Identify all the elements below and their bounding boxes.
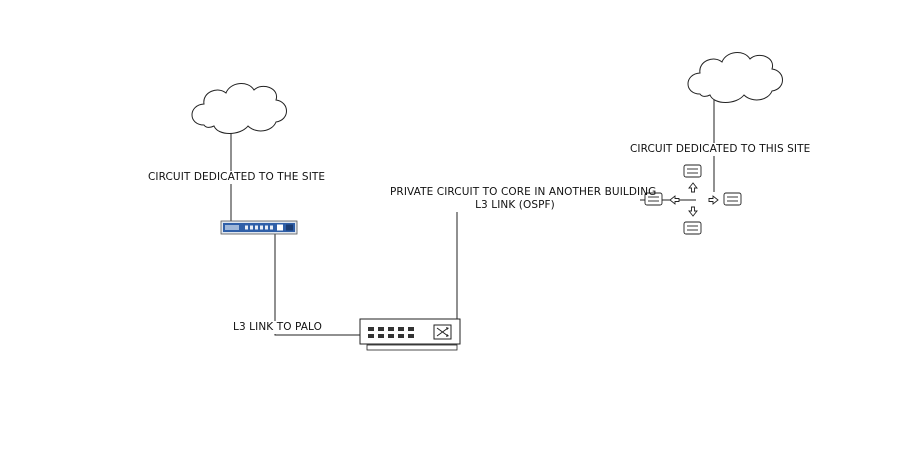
label-private-circuit: PRIVATE CIRCUIT TO CORE IN ANOTHER BUILD… bbox=[390, 186, 657, 212]
label-circuit-left: CIRCUIT DEDICATED TO THE SITE bbox=[148, 171, 326, 184]
label-l3-link-to-palo: L3 LINK TO PALO bbox=[233, 321, 322, 334]
connection-lines bbox=[230, 100, 715, 336]
router-module-left bbox=[644, 192, 663, 206]
switch-crossover-icon bbox=[433, 324, 452, 340]
palo-alto-firewall-icon[interactable] bbox=[220, 220, 298, 235]
router-module-top bbox=[683, 164, 702, 178]
router-module-bottom bbox=[683, 221, 702, 235]
link-firewall-to-switch bbox=[274, 231, 362, 336]
router-module-right bbox=[723, 192, 742, 206]
switch-ports bbox=[368, 327, 414, 338]
label-private-circuit-line2: L3 LINK (OSPF) bbox=[475, 199, 555, 211]
router-arrows bbox=[669, 182, 719, 217]
label-private-circuit-line1: PRIVATE CIRCUIT TO CORE IN ANOTHER BUILD… bbox=[390, 186, 657, 198]
cloud-right-icon[interactable] bbox=[687, 52, 783, 103]
label-circuit-right: CIRCUIT DEDICATED TO THIS SITE bbox=[630, 143, 811, 156]
router-icon[interactable] bbox=[644, 164, 742, 235]
network-switch-icon[interactable] bbox=[359, 318, 461, 351]
cloud-left-icon[interactable] bbox=[191, 83, 287, 134]
